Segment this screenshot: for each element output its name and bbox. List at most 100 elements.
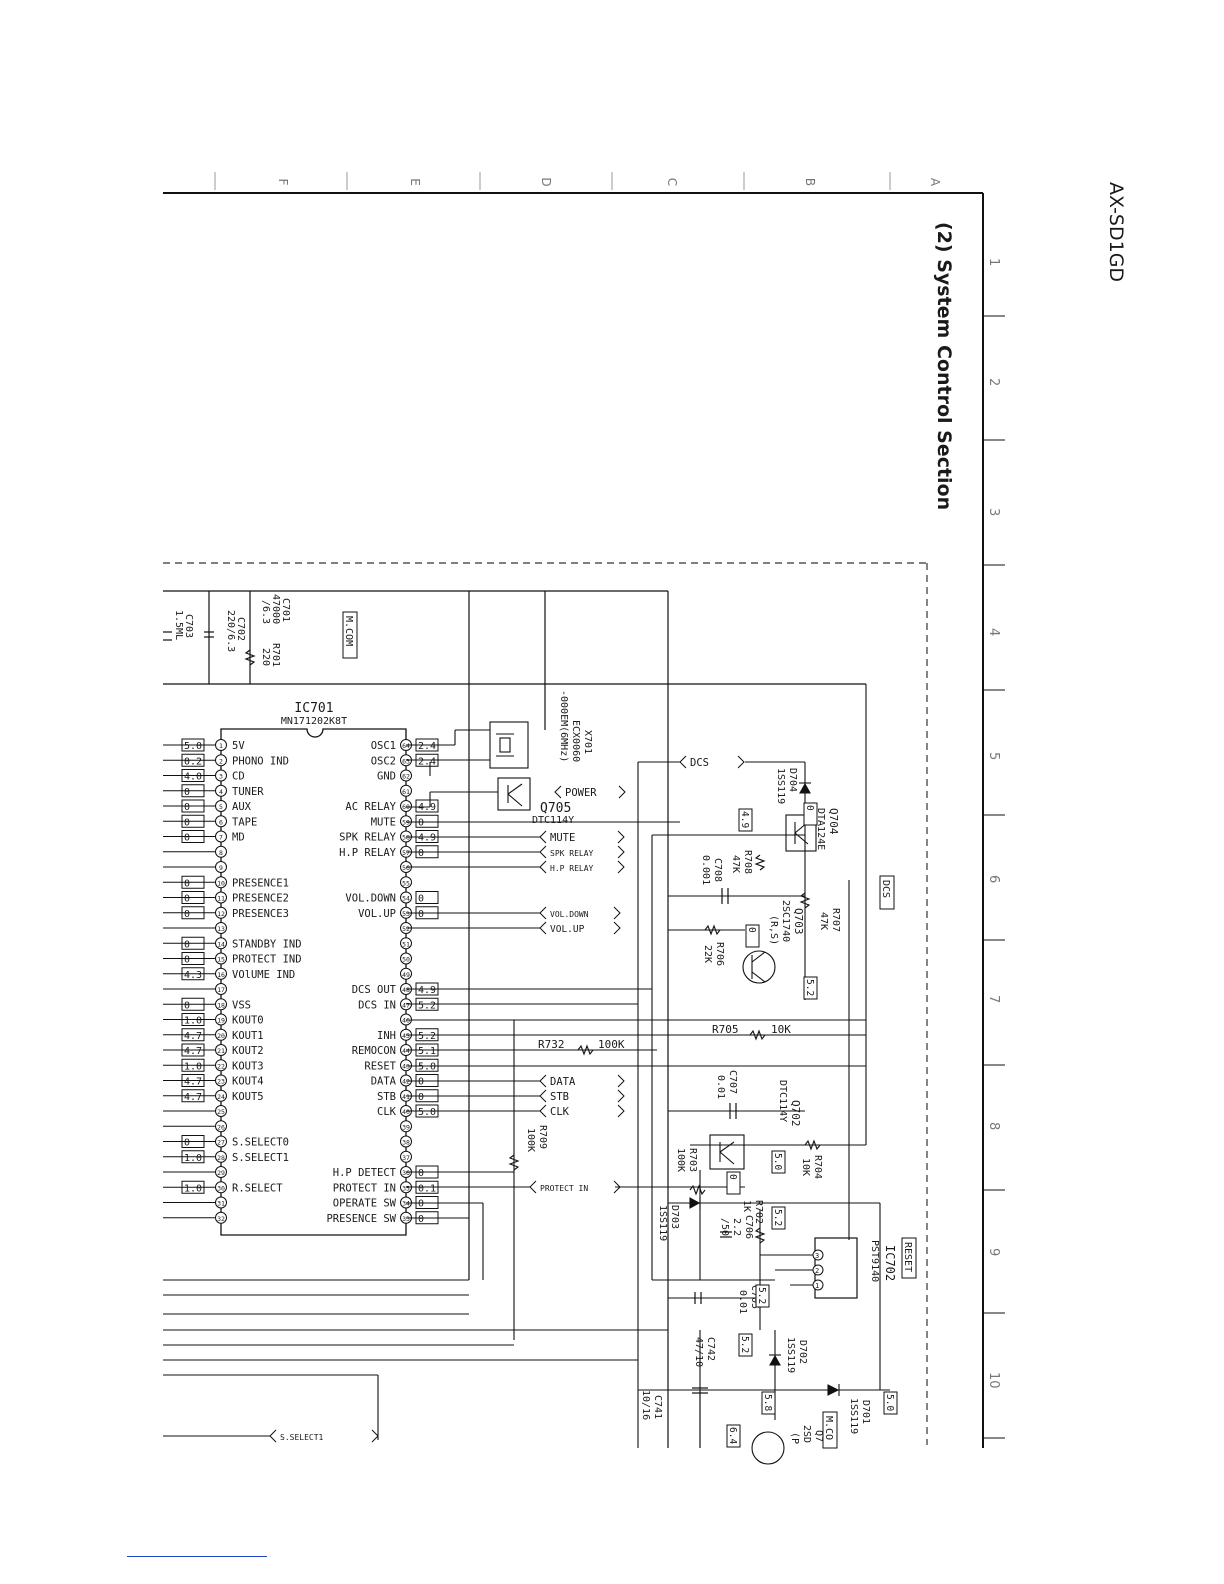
pin-circle	[215, 1150, 227, 1163]
pin-name: SPK RELAY	[339, 832, 397, 844]
volt-r703: 0	[726, 1171, 741, 1195]
r708-ref: R708	[742, 850, 753, 874]
d703-part: 1SS119	[657, 1205, 668, 1241]
volt-c705-value: 5.2	[756, 1287, 767, 1304]
c706-capacitor	[720, 1231, 732, 1238]
zone-col-label: 5	[986, 752, 1001, 760]
pin-circle	[400, 769, 412, 782]
pin-voltage-value: 0	[418, 1168, 424, 1179]
pin-name: OSC2	[371, 755, 396, 767]
d701-diode	[827, 1384, 840, 1396]
pin-number: 26	[217, 1123, 225, 1131]
pin-voltage-value: 0.2	[184, 756, 202, 767]
pin-voltage: 0	[415, 891, 439, 905]
r701-value: 220	[260, 648, 271, 666]
pin-number: 37	[402, 1154, 410, 1162]
clk-port: CLK	[539, 1104, 625, 1118]
r701-ref: R701	[270, 643, 281, 667]
volt-q702-value: 5.0	[772, 1153, 783, 1170]
q703-transistor	[742, 950, 776, 984]
zone-row-label: D	[539, 177, 553, 186]
pin-circle	[400, 952, 412, 965]
pin-number: 36	[402, 1169, 410, 1177]
d702-part: 1SS119	[785, 1337, 796, 1373]
dcs-box	[879, 875, 895, 910]
ic701-right-pin: 37	[400, 1150, 412, 1163]
pin-name: R.SELECT	[232, 1182, 283, 1194]
pin-number: 41	[402, 1093, 410, 1101]
reset-box	[901, 1237, 917, 1279]
protect-in-port-label: PROTECT IN	[540, 1184, 588, 1193]
pin-number: 27	[217, 1139, 225, 1147]
mute-port: MUTE	[539, 830, 625, 844]
pin-circle	[215, 1105, 227, 1117]
r708-value: 47K	[730, 855, 741, 873]
r703-ref: R703	[687, 1148, 698, 1172]
d702-diode	[769, 1354, 781, 1366]
model-number: AX-SD1GD	[1105, 182, 1127, 282]
pin-number: 10	[217, 879, 225, 887]
c706-value: 2.2	[731, 1218, 742, 1236]
q704-part: DTA124E	[815, 808, 826, 850]
zone-col-label: 6	[986, 875, 1001, 883]
pin-voltage-value: 5.0	[418, 1107, 436, 1118]
c706-volt: /50	[719, 1218, 730, 1236]
pin-number: 29	[217, 1169, 225, 1177]
q704-ref: Q704	[827, 808, 840, 835]
pin-voltage-value: 0	[418, 1092, 424, 1103]
r705-ref: R705	[712, 1023, 739, 1036]
pin-number: 30	[217, 1184, 225, 1192]
pin-voltage-value: 5.1	[418, 1046, 436, 1057]
c702-ref: C702	[235, 617, 246, 641]
pin-number: 40	[402, 1108, 410, 1116]
pin-circle	[400, 1120, 412, 1133]
pin-voltage-value: 4.9	[418, 985, 436, 996]
dcs-port: DCS	[679, 755, 745, 769]
reset-box-label: RESET	[902, 1242, 913, 1272]
pin-number: 45	[402, 1032, 410, 1040]
c742-capacitor	[692, 1387, 708, 1394]
d703-ref: D703	[669, 1205, 680, 1229]
pin-name: 5V	[232, 740, 245, 752]
volt-d702: 5.8	[761, 1391, 776, 1415]
pin-number: 61	[402, 788, 410, 796]
pin-voltage-value: 0	[184, 878, 190, 889]
pin-voltage-frame	[415, 814, 439, 828]
pin-circle	[400, 800, 412, 812]
zone-col-label: 10	[986, 1372, 1001, 1389]
r709-resistor	[508, 1154, 520, 1171]
r704-value: 10K	[800, 1158, 811, 1176]
pin-number: 62	[402, 773, 410, 781]
pin-name: OPERATE SW	[333, 1198, 397, 1210]
r707-value: 47K	[818, 912, 829, 930]
protect-in-port: PROTECT IN	[529, 1180, 621, 1194]
r704-resistor	[804, 1139, 821, 1151]
pin-circle	[400, 891, 412, 904]
pin-circle	[215, 876, 227, 889]
pin-name: KOUT3	[232, 1060, 264, 1072]
volt-r702-frame	[771, 1206, 786, 1230]
pin-number: 47	[402, 1001, 410, 1009]
r703-resistor	[689, 1184, 706, 1196]
pin-name: VSS	[232, 999, 251, 1011]
pin-number: 22	[217, 1062, 225, 1070]
pin-number: 25	[217, 1108, 225, 1116]
pin-voltage-value: 5.0	[184, 741, 202, 752]
pin-circle	[400, 1150, 412, 1163]
mcom-label: M.COM	[343, 616, 354, 646]
pin-voltage-value: 0	[418, 909, 424, 920]
zone-column-ticks	[983, 315, 1005, 1439]
volt-q702: 5.0	[771, 1150, 786, 1174]
volt-c741: 6.4	[726, 1424, 741, 1448]
pin-voltage-value: 0	[184, 787, 190, 798]
c708-value: 0.001	[700, 855, 711, 885]
volt-c741-frame	[726, 1424, 741, 1448]
d701-part: 1SS119	[848, 1398, 859, 1434]
q703-part: 2SC1740	[780, 900, 791, 942]
pin-voltage-value: 4.3	[184, 970, 202, 981]
pin-voltage: 0.1	[415, 1180, 439, 1194]
pin-number: 12	[217, 910, 225, 918]
